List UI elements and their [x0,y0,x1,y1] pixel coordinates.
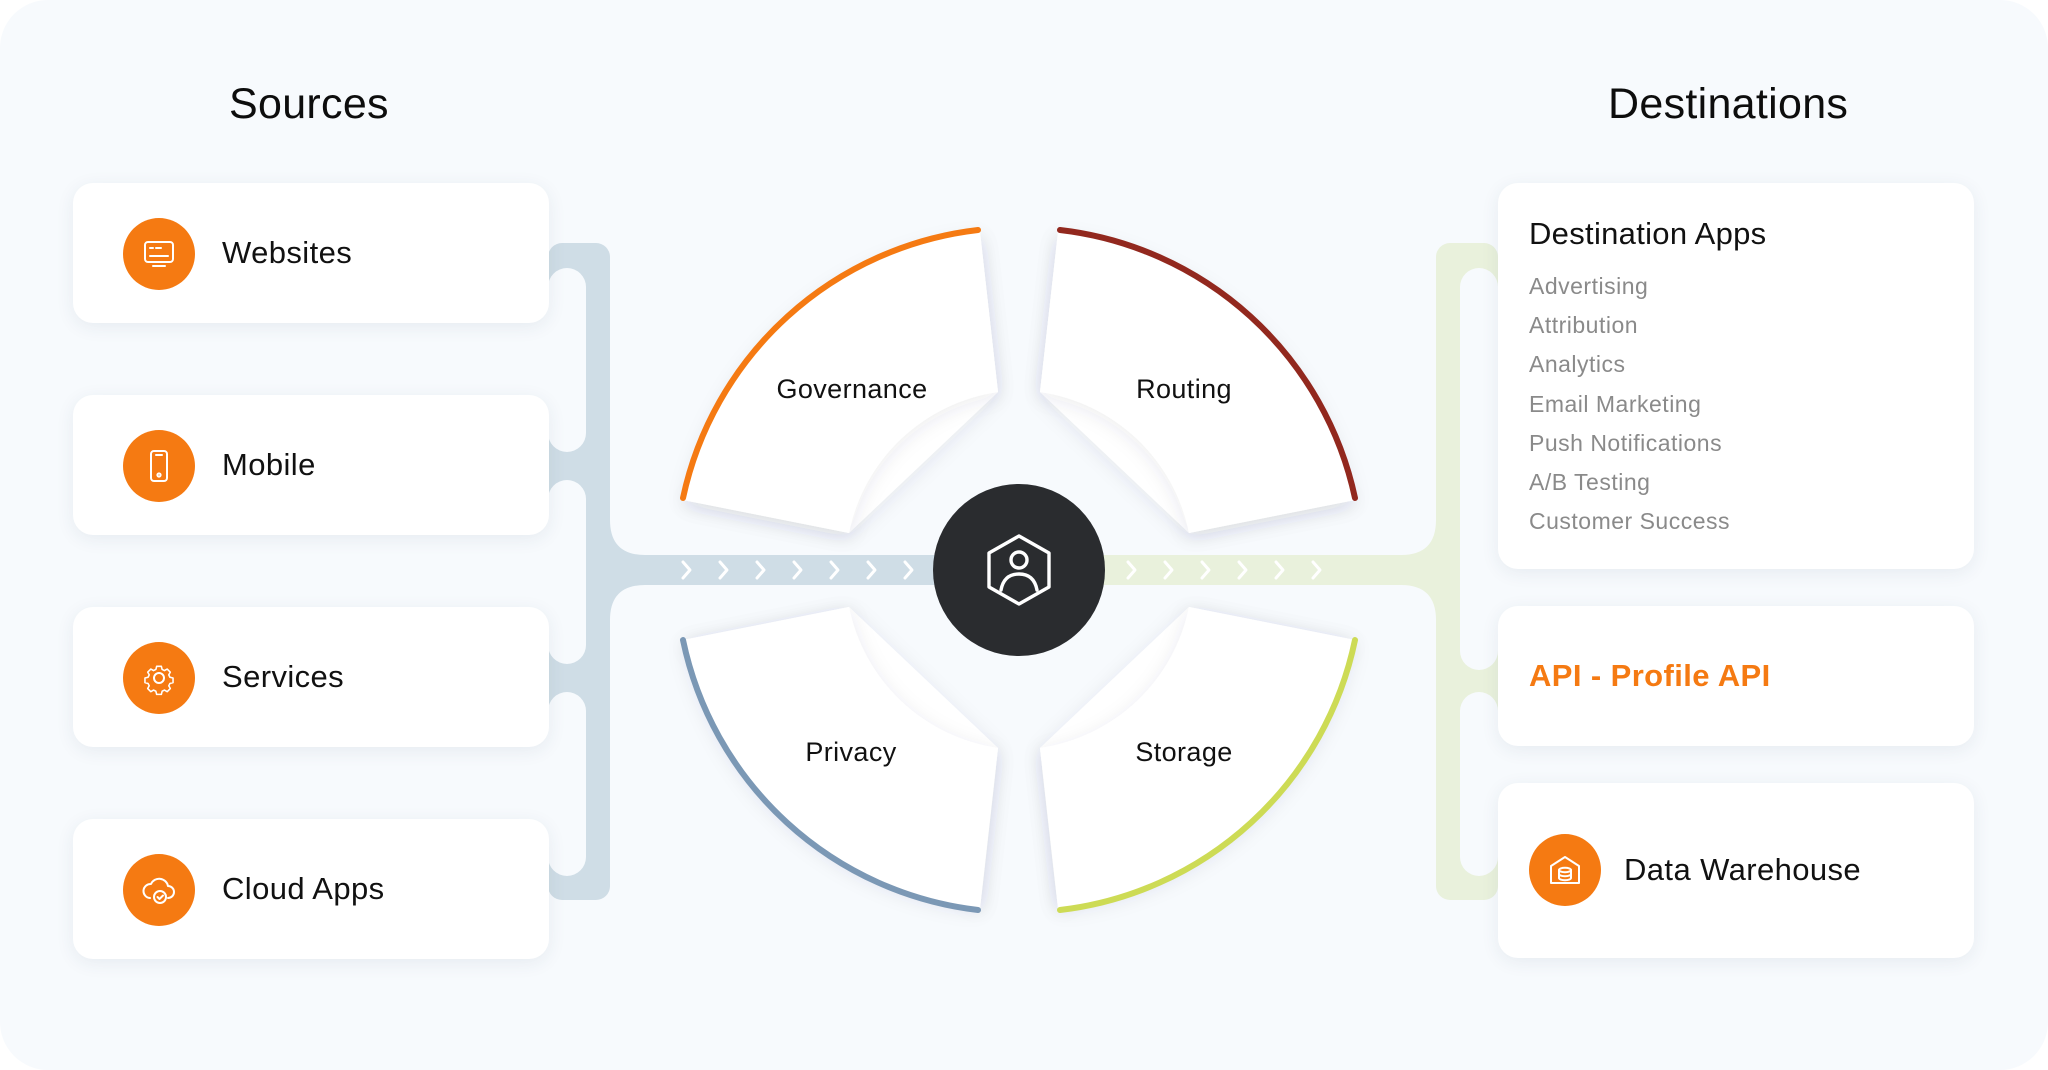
storage-arc [1057,637,1358,913]
source-label: Mobile [222,447,316,482]
list-item: Push Notifications [1529,429,1723,456]
privacy-label: Privacy [805,737,896,767]
source-connector [548,243,960,900]
warehouse-database-icon [1529,834,1601,906]
list-item: Email Marketing [1529,390,1702,417]
list-item: Customer Success [1529,508,1731,535]
privacy-arc [680,637,981,913]
flow-chevron [866,560,877,580]
flow-chevron [1274,560,1285,580]
flow-chevron [1126,560,1137,580]
governance-arc [680,227,981,501]
flow-chevron [718,560,729,580]
gear-icon [123,642,195,714]
storage-label: Storage [1135,737,1232,767]
api-label: API - Profile API [1529,658,1771,693]
outbound-flow-chevrons [1126,560,1322,580]
hub-center [933,484,1105,656]
governance-label: Governance [776,374,927,404]
flow-chevron [829,560,840,580]
source-label: Cloud Apps [222,871,385,906]
browser-window-icon [123,218,195,290]
user-profile-hexagon-icon [987,534,1051,606]
data-warehouse-card[interactable]: Data Warehouse [1498,783,1974,958]
cloud-check-icon [123,854,195,926]
source-card-services[interactable]: Services [73,607,549,747]
flow-chevron [755,560,766,580]
storage-segment-body [1040,607,1355,908]
flow-chevron [792,560,803,580]
routing-label: Routing [1136,374,1232,404]
flow-chevron [1311,560,1322,580]
source-card-cloud-apps[interactable]: Cloud Apps [73,819,549,959]
source-card-websites[interactable]: Websites [73,183,549,323]
api-card[interactable]: API - Profile API [1498,606,1974,746]
governance-segment-body [683,232,998,533]
source-label: Websites [222,235,353,270]
source-card-mobile[interactable]: Mobile [73,395,549,535]
mobile-phone-icon [123,430,195,502]
destination-apps-card[interactable]: Destination Apps Advertising Attribution… [1498,183,1974,569]
destinations-heading: Destinations [1608,80,1849,128]
list-item: Advertising [1529,273,1649,299]
flow-chevron [1163,560,1174,580]
flow-chevron [903,560,914,580]
list-item: Analytics [1529,351,1626,378]
list-item: A/B Testing [1529,468,1651,495]
data-warehouse-label: Data Warehouse [1624,852,1862,887]
destination-connector [1090,243,1498,900]
privacy-segment-body [683,607,998,908]
destination-apps-title: Destination Apps [1529,216,1767,251]
flow-chevron [681,560,692,580]
sources-heading: Sources [229,80,389,128]
routing-arc [1057,227,1358,501]
flow-chevron [1237,560,1248,580]
inbound-flow-chevrons [681,560,914,580]
source-label: Services [222,659,345,694]
flow-chevron [1200,560,1211,580]
routing-segment-body [1040,232,1355,533]
destination-apps-list: Advertising Attribution Analytics Email … [1529,267,1730,541]
list-item: Attribution [1529,312,1639,339]
